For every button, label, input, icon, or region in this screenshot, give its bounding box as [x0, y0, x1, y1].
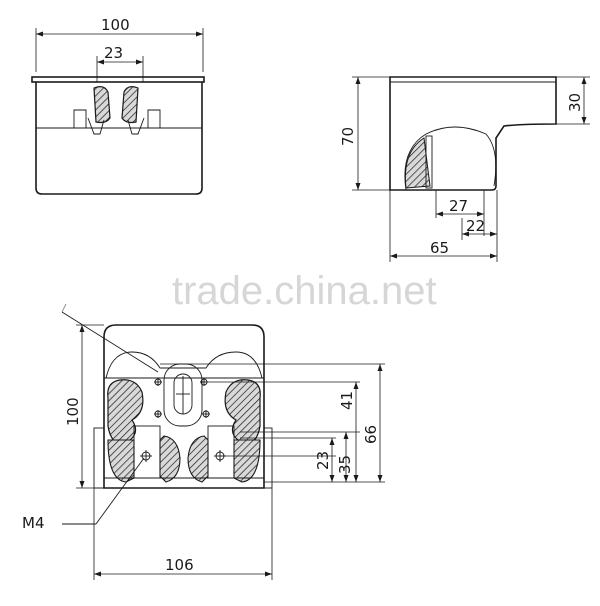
- dim-41: 41: [338, 382, 359, 482]
- side-top-label: 30: [566, 93, 584, 112]
- front-slot-label: 23: [104, 44, 123, 62]
- dim-23: 23: [314, 438, 335, 482]
- front-top-plate: [31, 76, 205, 83]
- center-right-roller: [187, 435, 209, 483]
- left-cam: [107, 379, 144, 447]
- bottom-height-dimension: 100: [64, 324, 104, 489]
- side-top-dimension: 30: [553, 76, 590, 125]
- bottom-width-label: 106: [165, 556, 194, 574]
- center-left-roller: [159, 435, 181, 483]
- dim-41-label: 41: [338, 391, 356, 410]
- watermark: trade.china.net: [172, 269, 437, 313]
- front-width-label: 100: [101, 16, 130, 34]
- dim-35-label: 35: [336, 455, 354, 474]
- front-right-roller: [121, 86, 139, 124]
- side-small-label: 22: [466, 217, 485, 235]
- side-small-dimension: 22: [461, 190, 498, 262]
- side-height-label: 70: [339, 127, 357, 146]
- dim-66: 66: [362, 364, 383, 482]
- side-bottom-label: 65: [430, 239, 449, 257]
- bottom-body: [103, 324, 265, 489]
- dim-35: 35: [336, 432, 354, 482]
- front-width-dimension: 100: [35, 16, 204, 72]
- side-wheel: [404, 126, 497, 191]
- m4-label: M4: [22, 514, 45, 532]
- side-bottom-dimension: 65: [389, 190, 497, 262]
- bottom-height-label: 100: [64, 397, 82, 426]
- m4-callout: M4: [22, 457, 145, 532]
- right-cam: [224, 379, 261, 447]
- side-body: [389, 76, 557, 191]
- front-body: [35, 82, 203, 195]
- bottom-view: 100: [22, 303, 385, 580]
- side-inner-dimension: 27: [435, 190, 485, 236]
- bottom-width-dimension: 106: [93, 488, 273, 580]
- front-view: 100 23: [31, 16, 205, 195]
- dim-23-label: 23: [314, 451, 332, 470]
- side-view: 70 30 27 22: [339, 76, 590, 262]
- side-inner-label: 27: [449, 197, 468, 215]
- front-left-roller: [93, 86, 111, 124]
- dim-66-label: 66: [362, 425, 380, 444]
- side-height-dimension: 70: [339, 76, 390, 191]
